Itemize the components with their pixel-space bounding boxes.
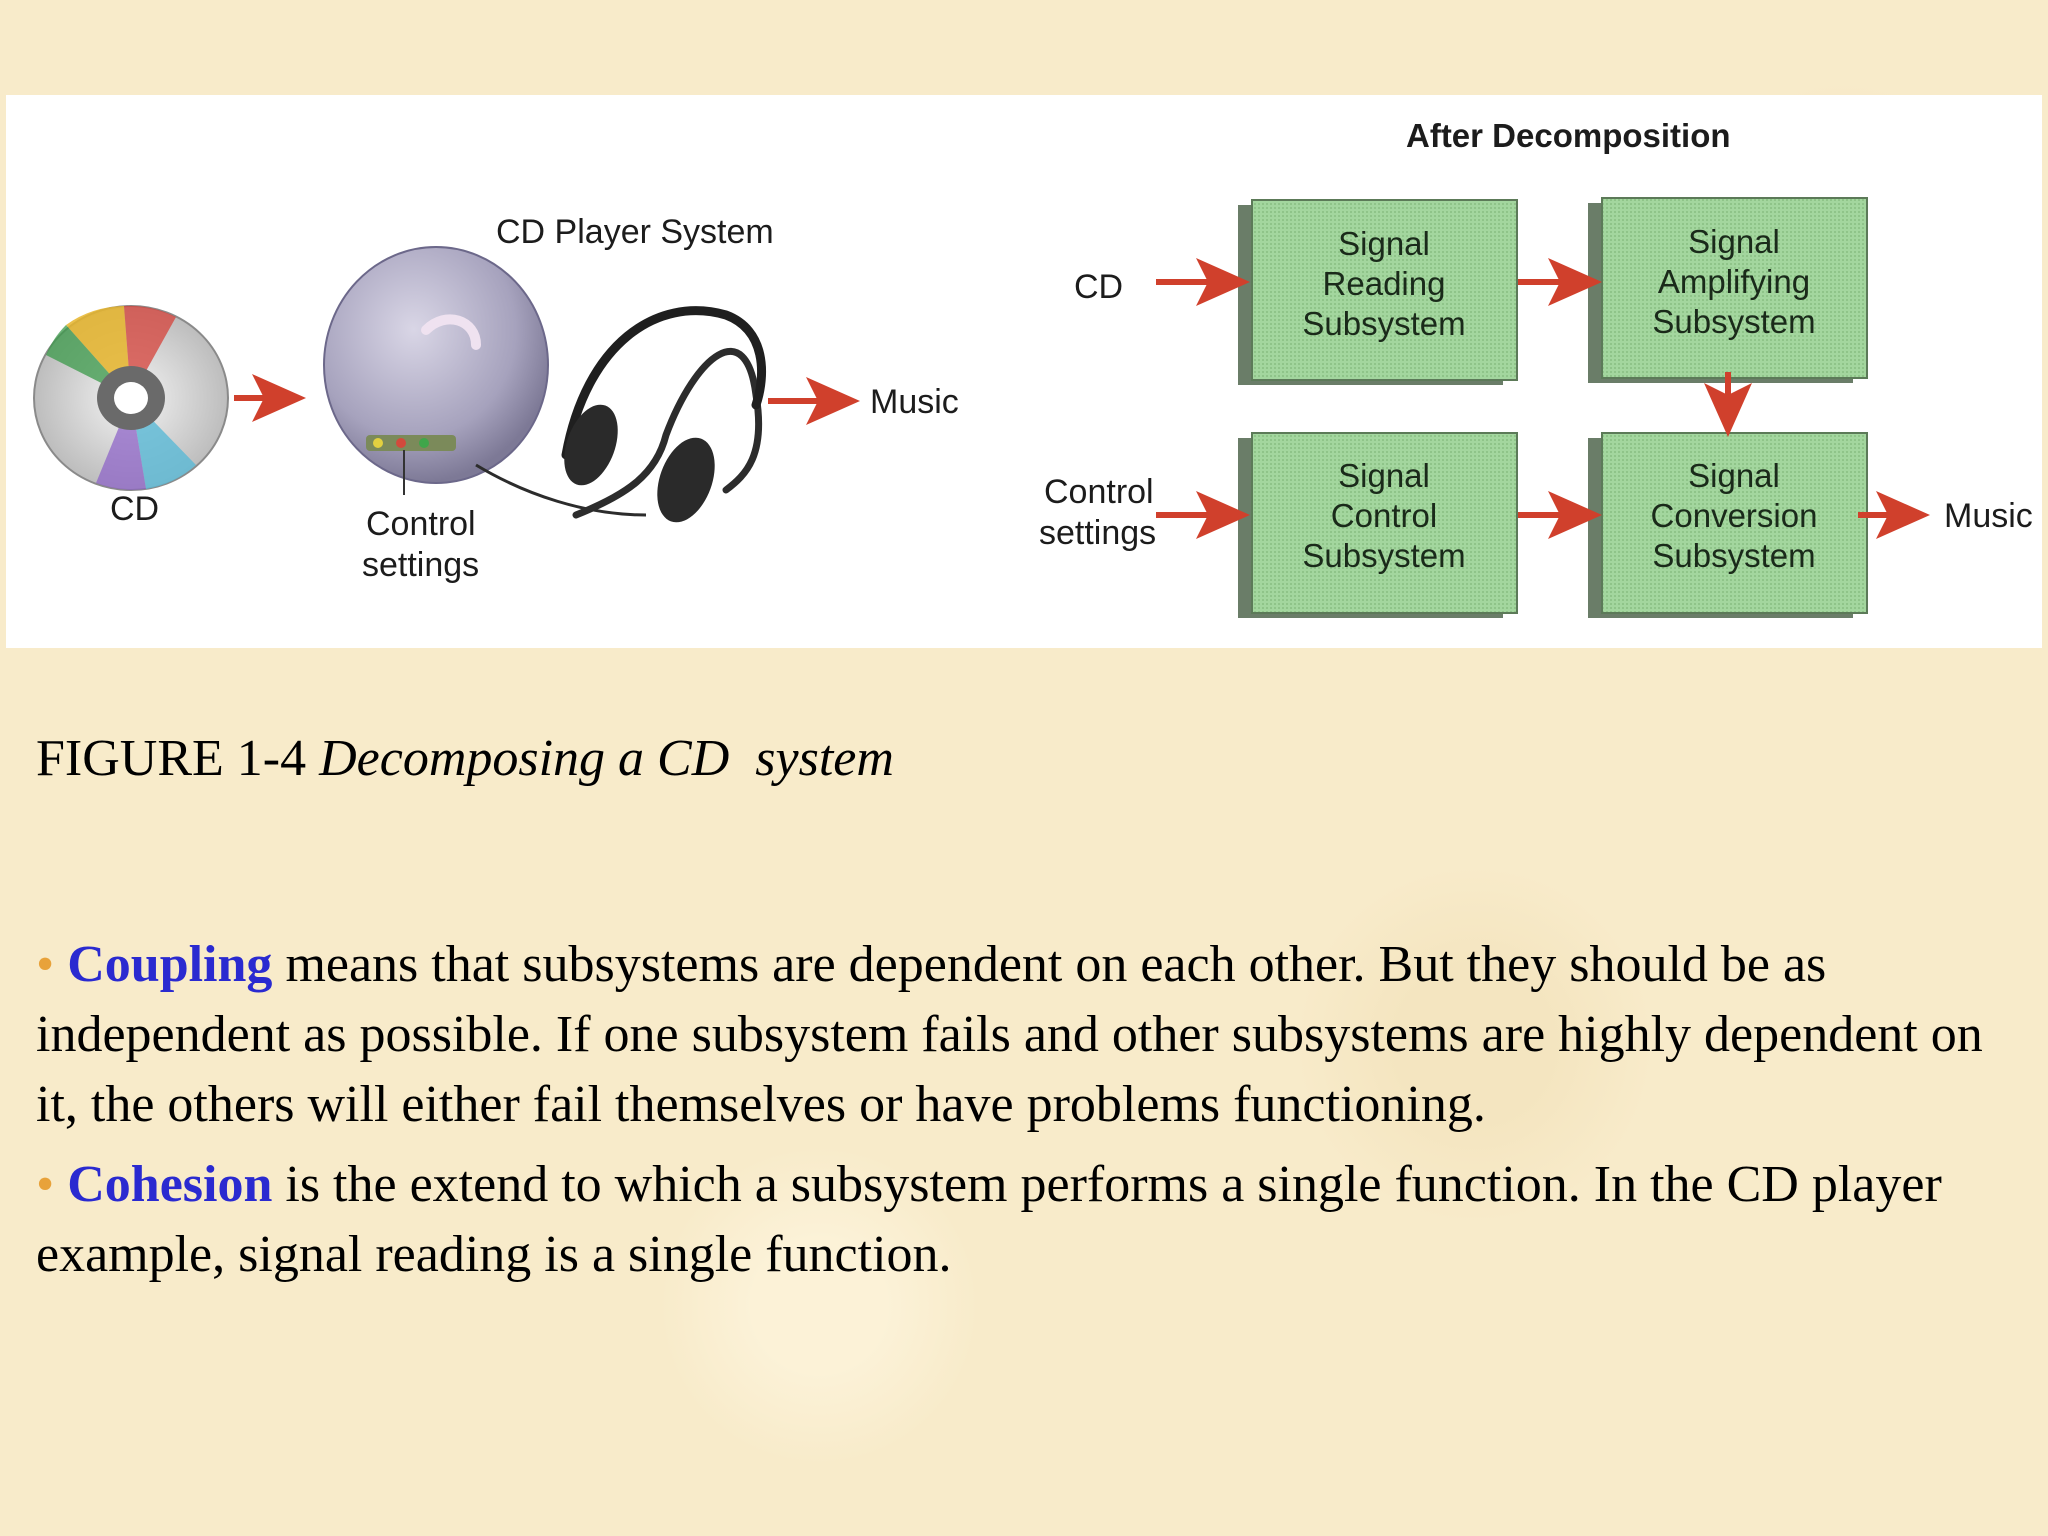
term-cohesion: Cohesion: [67, 1156, 273, 1213]
bullet-marker: •: [36, 1156, 55, 1213]
box-control-line1: Signal: [1338, 457, 1430, 494]
bullet-coupling: • Coupling means that subsystems are dep…: [36, 930, 2032, 1140]
figure-caption: FIGURE 1-4 Decomposing a CD system: [36, 728, 894, 790]
bullet-cohesion: • Cohesion is the extend to which a subs…: [36, 1150, 2032, 1290]
box-control-line2: Control: [1331, 497, 1437, 534]
figure-title: Decomposing a CD system: [319, 730, 894, 787]
cohesion-text: is the extend to which a subsystem perfo…: [36, 1156, 1942, 1283]
coupling-text: means that subsystems are dependent on e…: [36, 936, 1983, 1133]
music-label-left: Music: [870, 383, 959, 421]
after-decomposition-title: After Decomposition: [1406, 117, 1731, 154]
box-reading-line3: Subsystem: [1302, 305, 1465, 342]
control-label-right-line2: settings: [1039, 514, 1156, 552]
box-conversion-line2: Conversion: [1651, 497, 1818, 534]
box-control-line3: Subsystem: [1302, 537, 1465, 574]
bullet-marker: •: [36, 936, 55, 993]
term-coupling: Coupling: [67, 936, 273, 993]
figure-panel: CD Player System CD Control settings Mus…: [6, 95, 2042, 648]
box-reading-line2: Reading: [1323, 265, 1446, 302]
cd-player-system-label: CD Player System: [496, 213, 774, 251]
figure-number: FIGURE 1-4: [36, 730, 307, 787]
decomposition-diagram: CD Player System CD Control settings Mus…: [33, 117, 2033, 618]
box-signal-control: Signal Control Subsystem: [1238, 432, 1518, 618]
box-conversion-line3: Subsystem: [1652, 537, 1815, 574]
box-amplifying-line2: Amplifying: [1658, 263, 1810, 300]
cd-player-icon: [323, 246, 549, 484]
box-amplifying-line3: Subsystem: [1652, 303, 1815, 340]
headphones-icon: [475, 306, 766, 523]
box-signal-conversion: Signal Conversion Subsystem: [1588, 432, 1868, 618]
box-reading-line1: Signal: [1338, 225, 1430, 262]
cd-label-left: CD: [110, 490, 159, 528]
music-label-right: Music: [1944, 497, 2033, 535]
box-signal-amplifying: Signal Amplifying Subsystem: [1588, 197, 1868, 383]
box-signal-reading: Signal Reading Subsystem: [1238, 199, 1518, 385]
bullet-list: • Coupling means that subsystems are dep…: [36, 930, 2032, 1300]
box-amplifying-line1: Signal: [1688, 223, 1780, 260]
control-label-left-line2: settings: [362, 546, 479, 584]
control-label-left-line1: Control: [366, 505, 476, 543]
cd-label-right: CD: [1074, 268, 1123, 306]
box-conversion-line1: Signal: [1688, 457, 1780, 494]
cd-disc-icon: [33, 305, 229, 491]
control-label-right-line1: Control: [1044, 473, 1154, 511]
